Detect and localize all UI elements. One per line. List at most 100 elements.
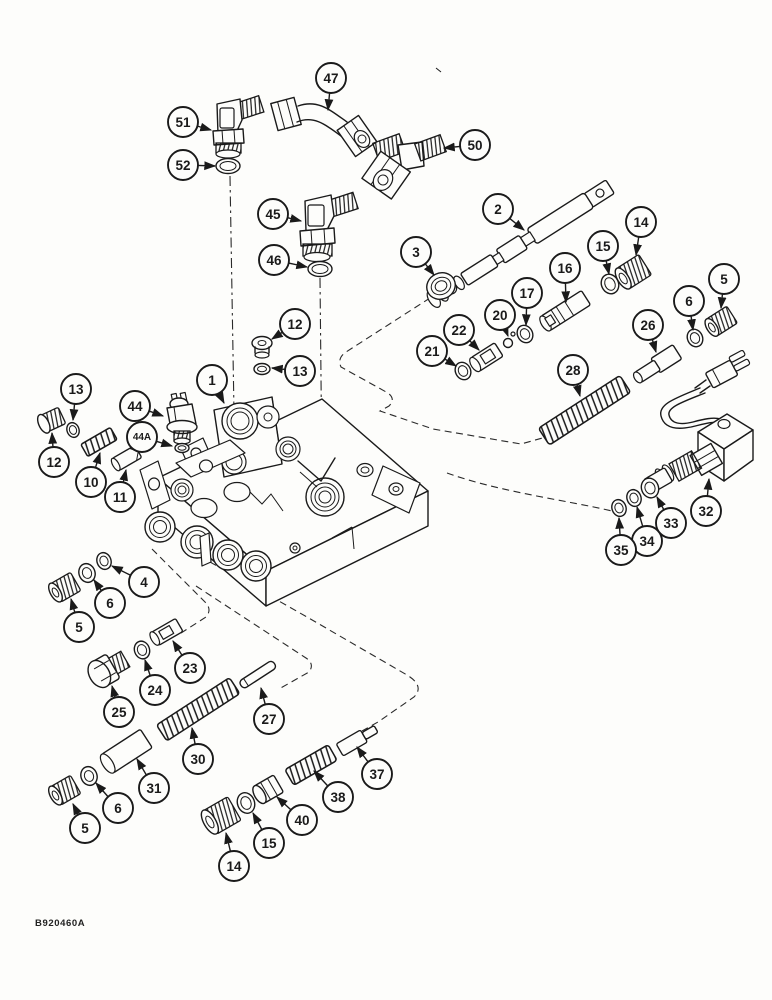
leader-arrow (703, 477, 713, 497)
part-ball-20 (502, 331, 516, 349)
callout-17: 17 (511, 277, 543, 327)
balloon-number: 14 (633, 215, 649, 230)
leader-arrow (119, 468, 128, 483)
part-oring-6a (686, 328, 704, 348)
balloon-number: 26 (640, 318, 656, 333)
balloon-circle (103, 696, 135, 728)
callout-16: 16 (549, 252, 581, 304)
balloon-circle (286, 804, 318, 836)
callout-51: 51 (167, 106, 213, 138)
balloon-number: 44A (133, 432, 151, 443)
balloon-circle (94, 587, 126, 619)
part-plug-12a (36, 407, 66, 434)
balloon-number: 5 (75, 620, 83, 635)
balloon-circle (284, 355, 316, 387)
balloon-circle (174, 652, 206, 684)
leader-arrow (197, 161, 217, 171)
callout-37: 37 (356, 746, 393, 790)
callout-34: 34 (631, 505, 663, 557)
part-oring-13b (253, 362, 271, 376)
part-oring-46 (307, 260, 333, 278)
balloon-circle (257, 198, 289, 230)
balloon-circle (511, 277, 543, 309)
callout-40: 40 (276, 796, 318, 836)
balloon-number: 38 (330, 790, 346, 805)
part-sleeve-22 (469, 342, 504, 373)
part-cap-40 (252, 774, 284, 805)
callout-52: 52 (167, 149, 217, 181)
part-oring-21 (454, 361, 472, 381)
balloon-number: 23 (182, 661, 198, 676)
leader-arrow (156, 438, 174, 448)
balloon-circle (549, 252, 581, 284)
part-wye-fitting-50 (361, 132, 448, 200)
balloon-number: 1 (208, 373, 216, 388)
balloon-circle (484, 299, 516, 331)
balloon-number: 31 (146, 781, 162, 796)
leader-arrow (444, 356, 458, 367)
balloon-number: 16 (557, 261, 573, 276)
part-plug-5b (47, 572, 81, 603)
callout-12b: 12 (271, 308, 311, 340)
callout-20: 20 (484, 299, 516, 338)
casting-lines (249, 471, 355, 550)
callout-15a: 15 (587, 230, 619, 276)
part-hose-47 (270, 96, 378, 158)
balloon-number: 4 (140, 575, 148, 590)
balloon-number: 52 (175, 158, 190, 173)
callout-23: 23 (172, 639, 206, 684)
leader-arrow (271, 329, 284, 340)
leader-arrow (468, 339, 480, 351)
callout-47: 47 (315, 62, 347, 112)
callout-12a: 12 (38, 431, 70, 478)
leader-arrow (509, 217, 525, 231)
leader-arrow (224, 831, 233, 852)
balloon-circle (557, 354, 589, 386)
leader-arrow (423, 263, 435, 276)
leader-arrow (356, 746, 369, 763)
part-plug-14a (614, 254, 652, 290)
balloon-number: 25 (111, 705, 127, 720)
balloon-circle (119, 390, 151, 422)
balloon-number: 2 (494, 202, 502, 217)
balloon-circle (69, 812, 101, 844)
part-oring-17 (516, 324, 534, 344)
leader-arrow (602, 260, 612, 276)
callout-27: 27 (253, 686, 285, 735)
callout-3: 3 (400, 236, 435, 276)
leader-arrow (136, 757, 148, 776)
part-pin-23 (149, 618, 183, 646)
part-oring-52 (215, 157, 241, 175)
leader-arrow (92, 451, 102, 468)
callout-14a: 14 (625, 206, 657, 257)
stray-mark (435, 67, 442, 73)
leader-arrow (648, 339, 658, 354)
balloon-number: 11 (113, 490, 128, 505)
balloon-number: 37 (369, 767, 384, 782)
callout-10: 10 (75, 451, 107, 498)
callout-46: 46 (258, 244, 309, 276)
balloon-circle (587, 230, 619, 262)
part-valve-body (139, 396, 429, 607)
balloon-circle (605, 534, 637, 566)
part-oring-44a (174, 442, 190, 454)
part-cartridge-16 (539, 290, 591, 332)
callout-44: 44 (119, 390, 165, 422)
balloon-number: 6 (106, 596, 114, 611)
part-rod-27 (239, 660, 277, 689)
balloon-number: 28 (565, 363, 581, 378)
balloon-number: 5 (81, 821, 89, 836)
leader-arrow (270, 364, 286, 374)
balloon-circle (167, 149, 199, 181)
balloon-circle (400, 236, 432, 268)
balloon-number: 14 (226, 859, 242, 874)
leader-arrow (287, 214, 303, 223)
part-spring-38 (285, 745, 337, 785)
leader-arrow (572, 384, 582, 398)
leader-arrow (215, 391, 225, 405)
leader-arrow (189, 726, 199, 745)
balloon-circle (279, 308, 311, 340)
callout-6b: 6 (93, 579, 126, 619)
balloon-number: 46 (266, 253, 282, 268)
balloon-number: 51 (175, 115, 191, 130)
